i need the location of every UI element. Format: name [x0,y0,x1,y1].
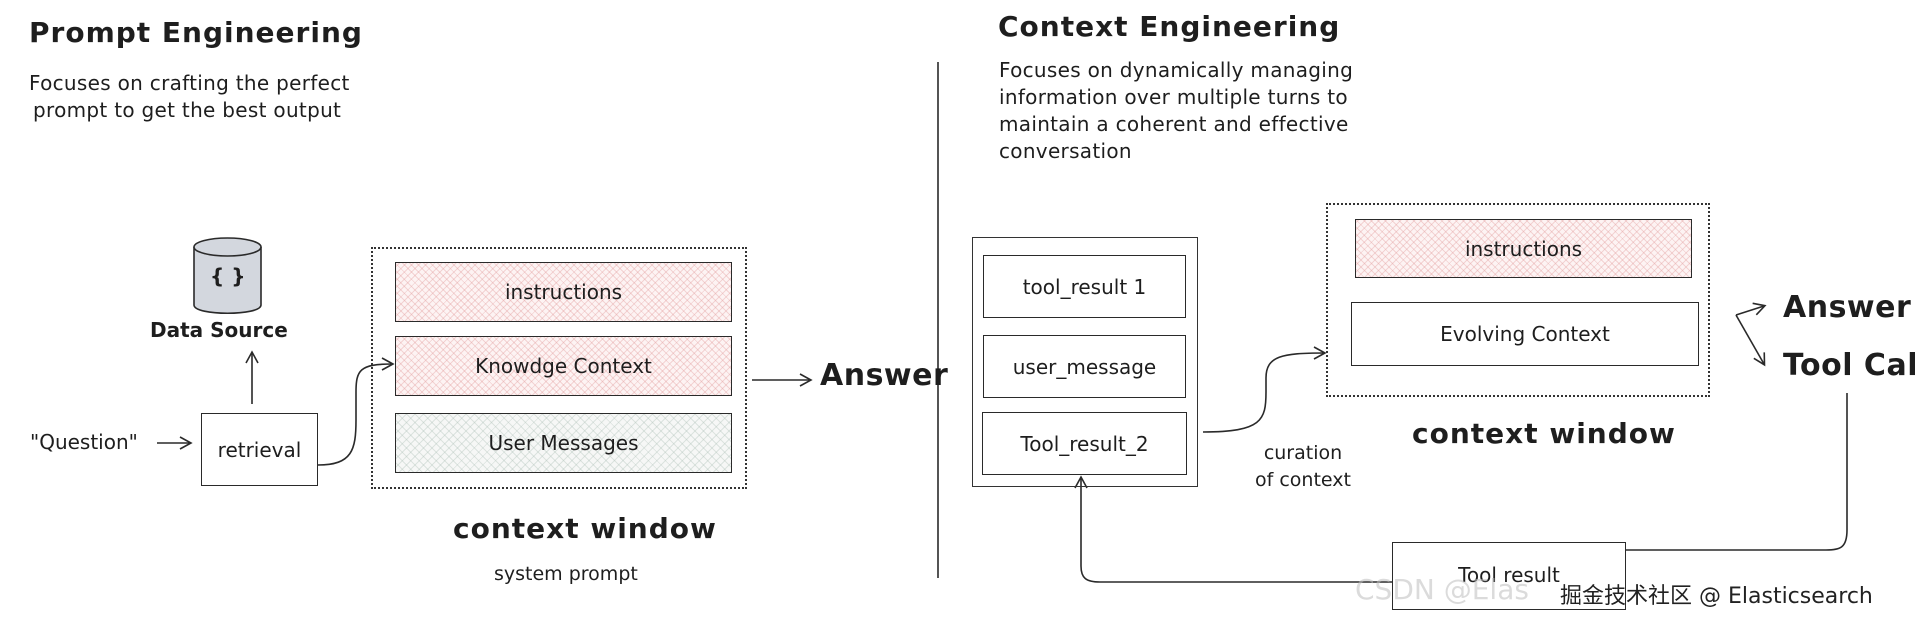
retrieval-box: retrieval [201,413,318,486]
description-line: maintain a coherent and effective [999,112,1349,136]
context-window-label: context window [453,512,717,545]
curation-line: of context [1255,469,1351,491]
knowledge-context-box: Knowdge Context [395,336,732,396]
knowledge-context-label: Knowdge Context [475,354,652,378]
tool-results-frame [972,237,1198,487]
curation-line: curation [1263,442,1343,464]
context-engineering-title: Context Engineering [998,10,1341,43]
tool-result-1-box: tool_result 1 [983,255,1186,318]
tool-result-2-label: Tool_result_2 [1020,431,1149,456]
line-tool-call-to-result [1626,393,1848,551]
system-prompt-label: system prompt [494,563,638,585]
csdn-watermark: CSDN @Elas [1355,573,1529,606]
curation-label: curation of context [1255,440,1351,494]
retrieval-label: retrieval [217,437,302,462]
user-messages-box: User Messages [395,413,732,473]
description-line: Focuses on dynamically managing [999,58,1354,82]
arrow-retrieval-to-context [317,357,395,466]
tool-result-box: Tool result [1392,542,1626,610]
user-message-box: user_message [983,335,1186,398]
arrow-curation-to-context [1202,346,1327,433]
tool-result-label: Tool result [1458,563,1560,587]
instructions-label: instructions [504,280,623,304]
arrow-to-answer [1735,302,1767,316]
database-icon [193,237,262,315]
tool-result-1-label: tool_result 1 [1022,274,1147,299]
answer-label: Answer [1783,290,1912,325]
user-messages-label: User Messages [488,431,639,455]
description-line: prompt to get the best output [33,98,342,122]
question-label: "Question" [30,430,138,454]
arrow-to-tool-call [1735,314,1766,367]
description-line: Focuses on crafting the perfect [29,71,350,95]
context-window-frame [1326,203,1710,397]
data-source-label: Data Source [150,318,288,342]
instructions-box: instructions [395,262,732,322]
description-line: information over multiple turns to [999,85,1348,109]
user-message-label: user_message [1012,354,1157,379]
tool-call-label: Tool Call [1783,348,1920,383]
context-window-frame [371,247,747,489]
instructions-box: instructions [1355,219,1692,278]
context-window-label: context window [1412,417,1676,450]
instructions-label: instructions [1464,236,1583,261]
prompt-engineering-description: Focuses on crafting the perfect prompt t… [29,70,350,124]
prompt-engineering-title: Prompt Engineering [29,16,363,49]
answer-label: Answer [820,358,949,393]
arrow-tool-result-to-list [1074,475,1392,583]
evolving-context-label: Evolving Context [1440,322,1610,346]
database-glyph: { } [210,264,246,288]
tool-result-2-box: Tool_result_2 [982,412,1187,475]
community-watermark: 掘金技术社区 @ Elasticsearch [1560,584,1873,609]
context-engineering-description: Focuses on dynamically managing informat… [999,57,1353,165]
evolving-context-box: Evolving Context [1351,302,1699,366]
description-line: conversation [999,139,1132,163]
